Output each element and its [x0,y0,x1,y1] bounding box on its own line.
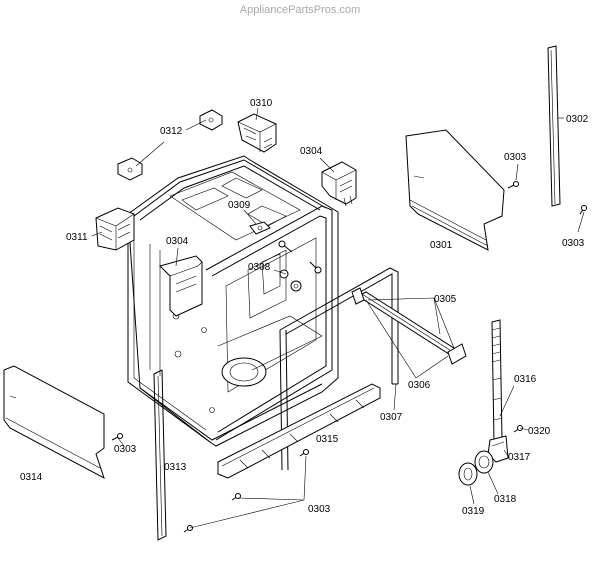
part-0304-bracket-left[interactable] [159,255,203,317]
label-0316[interactable]: 0316 [514,374,537,385]
label-0314[interactable]: 0314 [20,472,43,483]
label-0303-c[interactable]: 0303 [114,444,137,455]
part-0314-panel[interactable] [3,365,105,480]
label-0303-d[interactable]: 0303 [308,504,331,515]
label-0319[interactable]: 0319 [462,506,485,517]
part-0309-fitting[interactable] [249,221,271,235]
label-0301[interactable]: 0301 [430,240,453,251]
part-0301-panel[interactable] [405,129,505,251]
label-0320[interactable]: 0320 [528,426,551,437]
watermark-text: AppliancePartsPros.com [239,4,361,16]
part-0318-nut[interactable] [474,450,494,474]
part-0305-0306-rail[interactable] [351,287,467,365]
label-0313[interactable]: 0313 [164,462,187,473]
part-0312-brackets[interactable] [117,109,223,181]
part-0304-bracket-right[interactable] [321,161,357,207]
part-0317-elbow[interactable] [487,435,509,463]
tub-assembly [127,155,339,447]
label-0315[interactable]: 0315 [316,434,339,445]
label-0303-b[interactable]: 0303 [562,238,585,249]
label-0309[interactable]: 0309 [228,200,251,211]
label-0303-a[interactable]: 0303 [504,152,527,163]
label-0311[interactable]: 0311 [66,232,88,243]
part-0302-strip[interactable] [547,45,561,207]
label-0305[interactable]: 0305 [434,294,457,305]
label-0306[interactable]: 0306 [408,380,431,391]
part-0319-washer[interactable] [458,462,478,486]
label-0318[interactable]: 0318 [494,494,517,505]
label-0310[interactable]: 0310 [250,98,273,109]
label-0302[interactable]: 0302 [566,114,589,125]
part-labels: 0310 0312 0304 0309 0311 0304 0308 0301 … [20,98,589,517]
part-0308-fittings[interactable] [278,240,322,292]
label-0312[interactable]: 0312 [160,126,183,137]
label-0308[interactable]: 0308 [248,262,271,273]
label-0317[interactable]: 0317 [508,452,531,463]
label-0307[interactable]: 0307 [380,412,403,423]
part-0310[interactable] [237,113,277,153]
label-0304-left[interactable]: 0304 [166,236,189,247]
part-0313-strip[interactable] [153,369,167,541]
part-0315-rail[interactable] [217,383,381,479]
leader-lines [91,107,585,529]
part-0311[interactable] [95,207,135,251]
label-0304-right[interactable]: 0304 [300,146,323,157]
part-0316-tube[interactable] [491,319,503,443]
